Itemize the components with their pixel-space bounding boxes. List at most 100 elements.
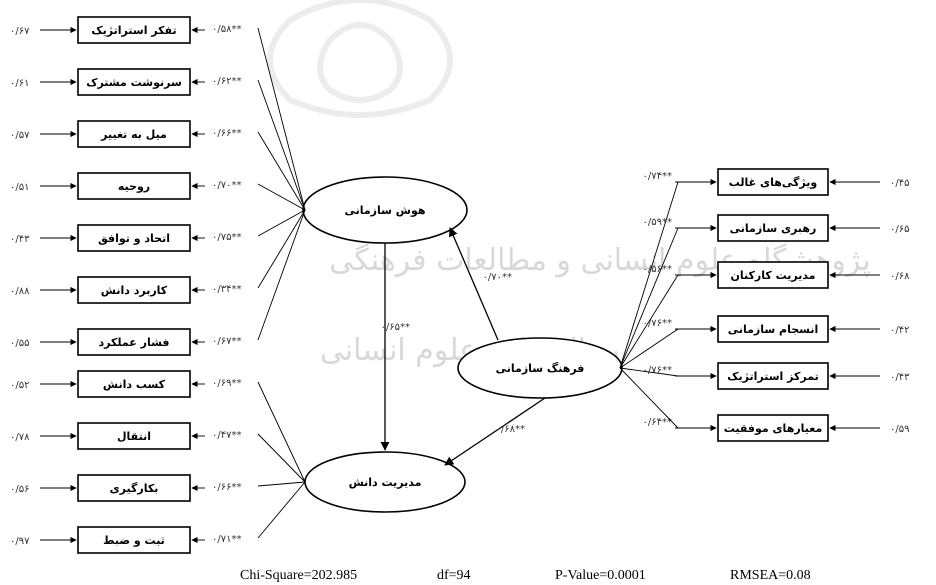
indicator-box-int-1: [77, 68, 191, 96]
fit-chi-square: Chi-Square=202.985: [240, 568, 357, 583]
watermark-emblem: [267, 0, 453, 118]
error-value-cul-1: ۰/۶۵: [890, 224, 909, 235]
loading-value-int-0: ۰/۵۸**: [212, 24, 241, 35]
loading-value-int-6: ۰/۶۷**: [212, 336, 241, 347]
indicator-box-cul-2: [717, 261, 829, 289]
indicator-box-int-5: [77, 276, 191, 304]
loading-value-cul-3: ۰/۷۶**: [643, 318, 672, 329]
error-value-cul-0: ۰/۴۵: [890, 178, 909, 189]
loading-line-kn-2: [257, 481, 306, 487]
indicator-box-kn-0: [77, 370, 191, 398]
indicator-label-int-6: فشار عملکرد: [99, 336, 170, 349]
error-value-cul-3: ۰/۴۲: [890, 325, 909, 336]
error-value-int-4: ۰/۴۳: [10, 234, 30, 245]
error-value-kn-2: ۰/۵۶: [10, 484, 29, 495]
fit-df: df=94: [437, 568, 471, 583]
loading-value-kn-3: ۰/۷۱**: [212, 534, 241, 545]
indicator-layer: تفکر استراتژیک ۰/۶۷ ۰/۵۸** سرنوشت مشترک ۰/۶۱…: [10, 16, 910, 554]
loading-value-kn-0: ۰/۶۹**: [212, 378, 241, 389]
indicator-label-cul-4: تمرکز استراتژیک: [727, 370, 818, 383]
indicator-box-kn-3: [77, 526, 191, 554]
indicator-box-cul-5: [717, 414, 829, 442]
latent-culture: فرهنگ سازمانی: [457, 337, 623, 399]
path-culture-knowledge: [444, 397, 546, 466]
loading-value-int-1: ۰/۶۲**: [212, 76, 241, 87]
indicator-label-kn-3: ثبت و ضبط: [103, 534, 165, 547]
loading-value-cul-5: ۰/۶۴**: [643, 417, 672, 428]
loading-line-kn-1: [257, 433, 306, 483]
loading-value-cul-0: ۰/۷۴**: [643, 171, 672, 182]
loading-line-cul-4: [619, 367, 679, 377]
loading-line-cul-1: [619, 227, 679, 369]
loading-line-kn-0: [257, 381, 306, 483]
error-value-int-6: ۰/۵۵: [10, 338, 29, 349]
loading-line-int-2: [257, 131, 306, 211]
indicator-box-int-3: [77, 172, 191, 200]
indicator-label-kn-2: بکارگیری: [110, 482, 159, 495]
indicator-label-int-0: تفکر استراتژیک: [91, 24, 176, 37]
latent-intelligence: هوش سازمانی: [302, 176, 468, 244]
indicator-box-int-2: [77, 120, 191, 148]
path-culture-intelligence: [449, 227, 499, 341]
loading-line-cul-5: [619, 367, 679, 429]
loading-line-int-0: [257, 27, 306, 211]
loading-line-cul-3: [619, 328, 679, 369]
indicator-box-int-6: [77, 328, 191, 356]
error-value-kn-0: ۰/۵۲: [10, 380, 29, 391]
indicator-box-int-0: [77, 16, 191, 44]
indicator-label-cul-0: ویژگی‌های غالب: [729, 176, 818, 189]
fit-p-value: P-Value=0.0001: [555, 568, 646, 583]
indicator-box-cul-0: [717, 168, 829, 196]
indicator-label-kn-0: کسب دانش: [103, 378, 166, 391]
indicator-box-kn-2: [77, 474, 191, 502]
indicator-label-cul-2: مدیریت کارکنان: [730, 269, 815, 282]
error-value-int-0: ۰/۶۷: [10, 26, 30, 37]
loading-line-kn-3: [257, 481, 306, 539]
indicator-label-int-2: میل به تغییر: [100, 128, 167, 141]
error-value-cul-2: ۰/۶۸: [890, 271, 910, 282]
coef-culture-intelligence: ۰/۷۰**: [483, 272, 512, 283]
latent-knowledge: مدیریت دانش: [304, 451, 466, 513]
loading-line-int-6: [257, 209, 306, 341]
fit-rmsea: RMSEA=0.08: [730, 568, 811, 583]
coef-intelligence-knowledge: ۰/۶۵**: [381, 322, 410, 333]
loading-line-cul-0: [619, 181, 679, 369]
loading-value-int-4: ۰/۷۵**: [212, 232, 241, 243]
indicator-label-int-4: اتحاد و توافق: [98, 232, 170, 245]
indicator-box-int-4: [77, 224, 191, 252]
error-value-kn-3: ۰/۹۷: [10, 536, 30, 547]
latent-intelligence-label: هوش سازمانی: [344, 204, 425, 217]
loading-value-cul-4: ۰/۷۶**: [643, 365, 672, 376]
indicator-box-cul-1: [717, 214, 829, 242]
loading-value-int-5: ۰/۳۴**: [212, 284, 241, 295]
indicator-label-kn-1: انتقال: [117, 430, 151, 443]
structural-paths: ۰/۷۰** ۰/۶۵** ۰/۶۸**: [380, 227, 546, 466]
coef-culture-knowledge: ۰/۶۸**: [496, 424, 525, 435]
error-value-kn-1: ۰/۷۸: [10, 432, 30, 443]
error-value-int-2: ۰/۵۷: [10, 130, 30, 141]
indicator-label-cul-5: معیارهای موفقیت: [724, 422, 823, 435]
loading-value-cul-2: ۰/۵۶**: [643, 264, 672, 275]
loading-value-int-2: ۰/۶۶**: [212, 128, 241, 139]
loading-line-cul-2: [619, 274, 679, 369]
latent-knowledge-label: مدیریت دانش: [349, 476, 422, 489]
loading-value-kn-1: ۰/۴۷**: [212, 430, 241, 441]
indicator-label-int-5: کاربرد دانش: [101, 284, 168, 297]
error-value-cul-5: ۰/۵۹: [890, 424, 909, 435]
fit-statistics: Chi-Square=202.985 df=94 P-Value=0.0001 …: [240, 568, 811, 583]
indicator-box-kn-1: [77, 422, 191, 450]
indicator-label-cul-1: رهبری سازمانی: [730, 222, 817, 235]
latent-culture-label: فرهنگ سازمانی: [496, 361, 585, 375]
error-value-int-3: ۰/۵۱: [10, 182, 29, 193]
indicator-label-int-1: سرنوشت مشترک: [86, 76, 182, 89]
loading-line-int-1: [257, 79, 306, 211]
error-value-cul-4: ۰/۴۳: [890, 372, 910, 383]
error-value-int-1: ۰/۶۱: [10, 78, 29, 89]
loading-line-int-5: [257, 209, 306, 289]
indicator-box-cul-4: [717, 362, 829, 390]
indicator-box-cul-3: [717, 315, 829, 343]
loading-value-cul-1: ۰/۵۹**: [643, 217, 672, 228]
loading-value-int-3: ۰/۷۰**: [212, 180, 241, 191]
loading-line-int-3: [257, 183, 306, 211]
loading-line-int-4: [257, 209, 306, 237]
